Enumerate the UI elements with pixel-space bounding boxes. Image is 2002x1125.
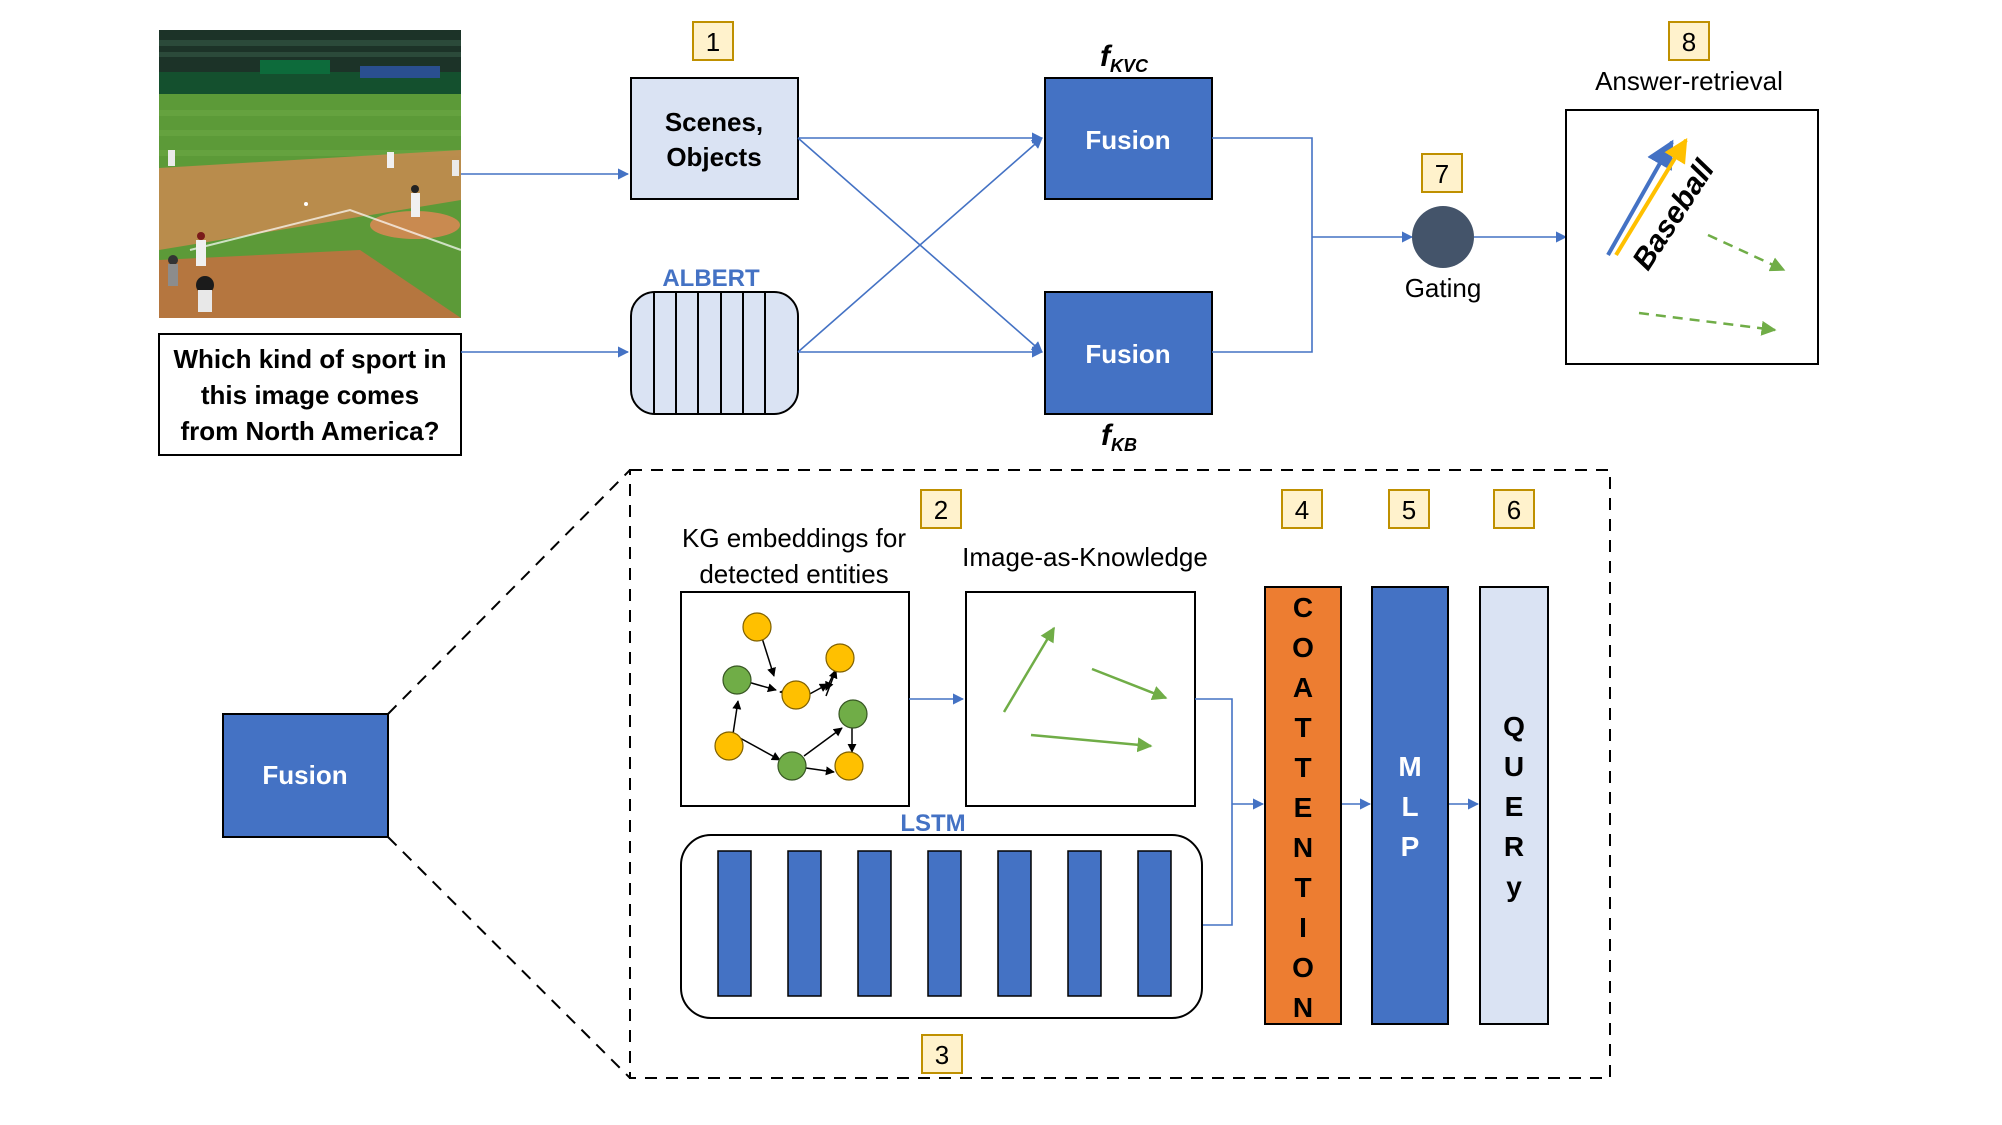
svg-text:T: T	[1294, 752, 1311, 783]
badge-8: 8	[1668, 21, 1710, 61]
svg-text:I: I	[1299, 912, 1307, 943]
badge-5: 5	[1388, 489, 1430, 529]
svg-text:6: 6	[1507, 495, 1521, 525]
svg-text:T: T	[1294, 712, 1311, 743]
svg-text:3: 3	[935, 1040, 949, 1070]
kg-title-line-1: KG embeddings for	[682, 523, 906, 553]
badge-2: 2	[920, 489, 962, 529]
svg-text:Objects: Objects	[666, 142, 761, 172]
gating-label: Gating	[1405, 273, 1482, 303]
svg-text:U: U	[1504, 751, 1524, 782]
question-line-3: from North America?	[180, 416, 439, 446]
svg-text:4: 4	[1295, 495, 1309, 525]
fusion-kvc-box: Fusion	[1044, 77, 1213, 200]
albert-label: ALBERT	[662, 265, 760, 292]
coattention-block: C O A T T E N T I O N	[1264, 586, 1342, 1025]
svg-text:N: N	[1293, 832, 1313, 863]
question-line-1: Which kind of sport in	[174, 344, 447, 374]
svg-text:5: 5	[1402, 495, 1416, 525]
svg-text:Fusion: Fusion	[1085, 339, 1170, 369]
detail-connectors	[909, 693, 1480, 926]
svg-text:E: E	[1294, 792, 1313, 823]
badge-6: 6	[1493, 489, 1535, 529]
gating-node	[1412, 206, 1474, 268]
fkvc-label: fKVC	[1100, 40, 1149, 76]
svg-text:P: P	[1401, 831, 1420, 862]
svg-text:Fusion: Fusion	[262, 760, 347, 790]
svg-text:y: y	[1506, 871, 1522, 902]
query-block: Q U E R y	[1479, 586, 1549, 1025]
zoom-line-bottom	[387, 836, 631, 1079]
svg-text:O: O	[1292, 632, 1314, 663]
badge-4: 4	[1281, 489, 1323, 529]
svg-text:O: O	[1292, 952, 1314, 983]
svg-text:Q: Q	[1503, 711, 1525, 742]
svg-text:A: A	[1293, 672, 1313, 703]
answer-retrieval-title: Answer-retrieval	[1595, 66, 1783, 96]
scenes-objects-box: Scenes, Objects	[630, 77, 799, 200]
question-line-2: this image comes	[201, 380, 419, 410]
fusion-zoom-box: Fusion	[222, 713, 389, 838]
kg-graph	[680, 591, 910, 807]
fusion-kb-box: Fusion	[1044, 291, 1213, 415]
badge-3: 3	[921, 1034, 963, 1074]
mlp-block: M L P	[1371, 586, 1449, 1025]
svg-text:8: 8	[1682, 27, 1696, 57]
baseball-photo	[159, 30, 461, 318]
kg-title-line-2: detected entities	[699, 559, 888, 589]
fkb-label: fKB	[1101, 419, 1137, 455]
svg-text:2: 2	[934, 495, 948, 525]
badge-1: 1	[692, 21, 734, 61]
albert-encoder	[630, 291, 799, 415]
lstm-encoder	[680, 834, 1203, 1019]
image-as-knowledge-title: Image-as-Knowledge	[962, 542, 1208, 572]
top-connectors	[461, 132, 1568, 358]
svg-text:R: R	[1504, 831, 1524, 862]
svg-text:T: T	[1294, 872, 1311, 903]
svg-text:L: L	[1401, 791, 1418, 822]
image-as-knowledge-box	[965, 591, 1196, 807]
lstm-label: LSTM	[900, 810, 965, 837]
svg-text:7: 7	[1435, 159, 1449, 189]
svg-text:1: 1	[706, 27, 720, 57]
svg-text:E: E	[1505, 791, 1524, 822]
svg-text:C: C	[1293, 592, 1313, 623]
svg-text:Scenes,: Scenes,	[665, 107, 763, 137]
zoom-line-top	[387, 469, 631, 715]
badge-7: 7	[1421, 153, 1463, 193]
answer-retrieval-box: Baseball	[1565, 109, 1819, 365]
svg-text:M: M	[1398, 751, 1421, 782]
fusion-detail-frame	[629, 469, 1611, 1079]
svg-text:Fusion: Fusion	[1085, 125, 1170, 155]
question-box: Which kind of sport in this image comes …	[158, 333, 462, 456]
svg-text:N: N	[1293, 992, 1313, 1023]
